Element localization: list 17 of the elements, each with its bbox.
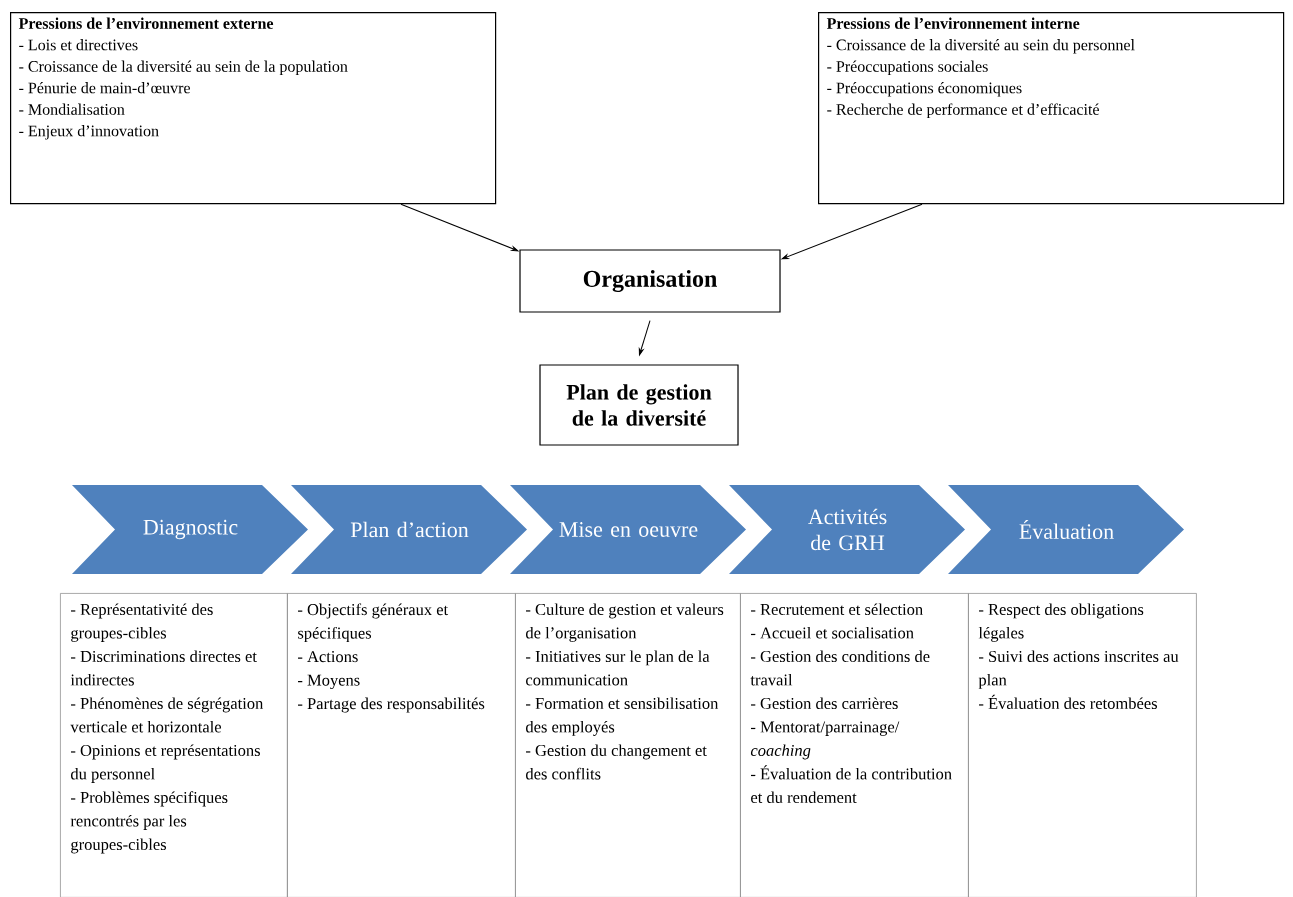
chevron-step: Activités de GRH (729, 485, 965, 574)
table-cell: - Objectifs généraux et spécifiques - Actions - Moyens - Partage des responsabilités (287, 593, 516, 897)
arrow (400, 203, 519, 252)
arrow (781, 203, 923, 260)
title-box: Plan de gestion de la diversité (539, 364, 739, 446)
table-cell: - Représentativité des groupes-cibles - Discriminations directes et indirectes - Phénomènes de ségrégation verticale et horizontale - Opinions et représentations du personnel - Problèmes spécifiques rencontrés par les groupes-cibles (60, 593, 288, 897)
chevron-step: Plan d’action (291, 485, 527, 574)
text-box: Pressions de l’environnement externe - Lois et directives - Croissance de la diversité au sein de la population - Pénurie de main-d’œuvre - Mondialisation - Enjeux d’innovation (10, 12, 497, 205)
chevron-step: Mise en oeuvre (510, 485, 746, 574)
title-box: Organisation (519, 249, 781, 313)
arrow (638, 320, 651, 356)
chevron-step: Diagnostic (72, 485, 308, 574)
chevron-step: Évaluation (948, 485, 1184, 574)
table-cell: - Respect des obligations légales - Suivi des actions inscrites au plan - Évaluation des retombées (968, 593, 1197, 897)
table-cell: - Culture de gestion et valeurs de l’organisation - Initiatives sur le plan de la communication - Formation et sensibilisation des employés - Gestion du changement et des conflits (515, 593, 741, 897)
table-cell: - Recrutement et sélection - Accueil et socialisation - Gestion des conditions de travail - Gestion des carrières - Mentorat/parrainage/ coaching - Évaluation de la contribution et du rendement (740, 593, 969, 897)
text-box: Pressions de l’environnement interne - Croissance de la diversité au sein du personnel - Préoccupations sociales - Préoccupations économiques - Recherche de performance et d’efficacité (818, 12, 1285, 205)
